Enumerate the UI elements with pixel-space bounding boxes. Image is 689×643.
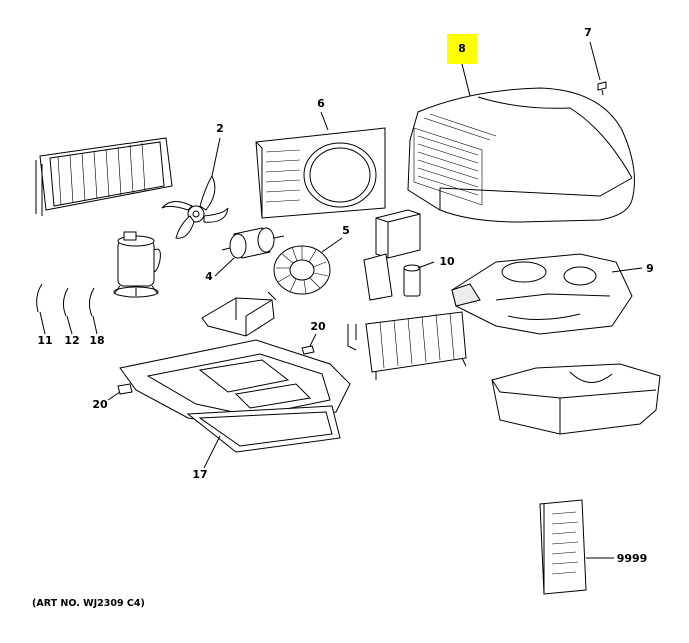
- owners-manual-part[interactable]: [539, 499, 587, 595]
- part-10-label[interactable]: 10: [439, 255, 455, 268]
- part-12-label[interactable]: 12: [64, 334, 79, 347]
- part-6-leader: [320, 111, 329, 131]
- part-4-label[interactable]: 4: [205, 270, 213, 283]
- part-7-label[interactable]: 7: [584, 26, 592, 39]
- tube-18-part[interactable]: [88, 287, 95, 317]
- part-5-leader: [321, 237, 343, 253]
- part-6-label[interactable]: 6: [317, 97, 325, 110]
- part-17-label[interactable]: 17: [192, 468, 207, 481]
- compressor-part[interactable]: [113, 231, 161, 298]
- part-9999-label[interactable]: 9999: [617, 552, 648, 565]
- part-2-label[interactable]: 2: [216, 122, 224, 135]
- evaporator-coil-part[interactable]: [347, 311, 467, 380]
- shroud-cover-part[interactable]: [407, 87, 635, 223]
- clip-20a-part[interactable]: [301, 345, 315, 355]
- part-12-leader: [66, 315, 73, 335]
- part-17-leader: [203, 435, 221, 469]
- blower-wheel-part[interactable]: [273, 245, 331, 295]
- condenser-coil-part[interactable]: [35, 137, 173, 216]
- base-housing-part[interactable]: [451, 253, 633, 335]
- base-plate-part[interactable]: [119, 339, 351, 429]
- part-4-leader: [214, 257, 235, 277]
- part-7-leader: [589, 41, 601, 81]
- motor-bracket-part[interactable]: [201, 291, 277, 337]
- part-20b-label[interactable]: 20: [92, 398, 108, 411]
- art-number: (ART NO. WJ2309 C4): [32, 598, 145, 609]
- fan-motor-part[interactable]: [221, 227, 285, 259]
- part-20a-label[interactable]: 20: [310, 320, 326, 333]
- part-18-label[interactable]: 18: [89, 334, 104, 347]
- capacitor-part[interactable]: [403, 264, 421, 297]
- tube-11-part[interactable]: [36, 283, 43, 313]
- part-20a-leader: [309, 333, 317, 347]
- part-5-label[interactable]: 5: [342, 224, 350, 237]
- part-9-label[interactable]: 9: [646, 262, 654, 275]
- part-2-leader: [211, 137, 221, 177]
- tube-12-part[interactable]: [62, 287, 69, 317]
- screw-part[interactable]: [597, 81, 607, 96]
- part-20b-leader: [107, 391, 121, 401]
- part-8-highlight: [447, 34, 477, 64]
- clip-20b-part[interactable]: [117, 383, 133, 395]
- lower-tray-part[interactable]: [491, 363, 661, 435]
- part-8-leader: [461, 63, 471, 97]
- control-box-part[interactable]: [363, 209, 421, 301]
- part-9-leader: [611, 267, 643, 273]
- part-18-leader: [92, 315, 98, 335]
- part-8-label[interactable]: 8: [458, 42, 466, 55]
- gasket-part[interactable]: [186, 405, 341, 453]
- part-10-leader: [417, 261, 435, 269]
- orifice-panel-part[interactable]: [255, 127, 386, 219]
- part-11-leader: [39, 311, 46, 335]
- fan-blade-part[interactable]: [161, 174, 229, 239]
- part-11-label[interactable]: 11: [37, 334, 52, 347]
